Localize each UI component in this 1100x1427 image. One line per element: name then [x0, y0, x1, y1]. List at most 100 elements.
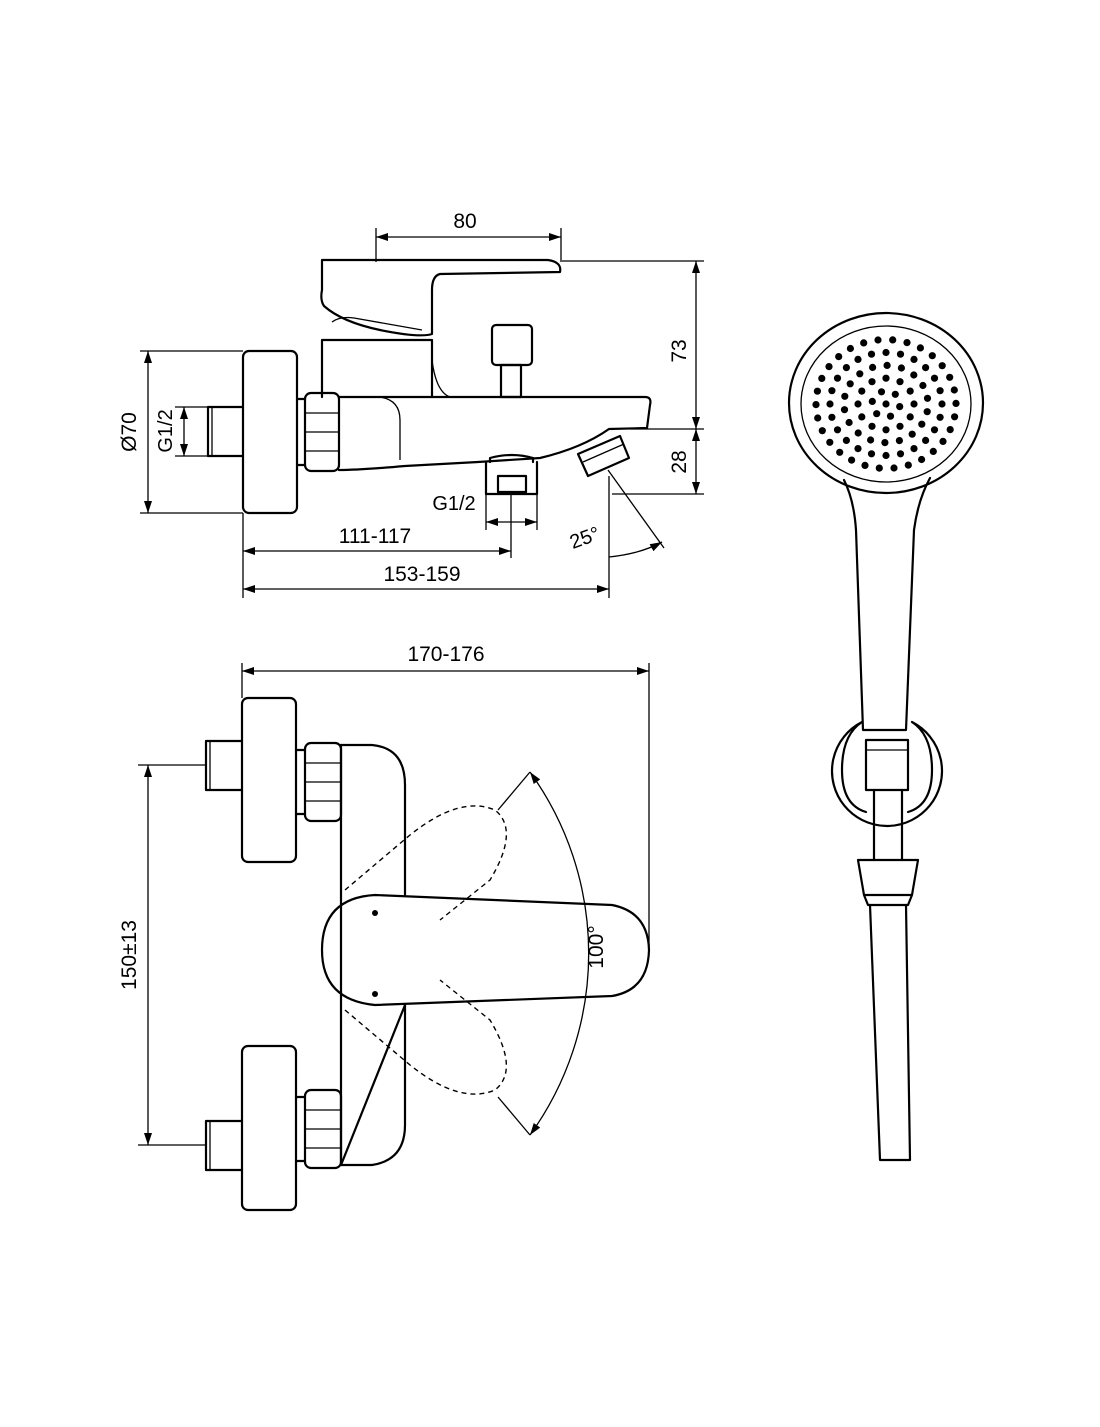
spray-hole	[930, 374, 939, 382]
spray-hole	[886, 412, 895, 420]
dim-inlet-thread: G1/2	[155, 409, 177, 452]
dim-top-width: 80	[453, 210, 476, 233]
spray-hole	[906, 413, 914, 421]
spray-hole	[952, 399, 960, 407]
spray-hole	[910, 371, 918, 379]
spray-hole	[910, 445, 918, 453]
spray-hole	[874, 336, 882, 344]
spray-hole	[923, 408, 931, 416]
side-wall-rosette	[241, 349, 299, 515]
wall-bracket	[830, 720, 944, 828]
shower-spray-holes-icon	[812, 336, 960, 472]
spray-hole	[896, 403, 904, 411]
spray-hole	[828, 387, 836, 395]
front-lever-handle	[320, 893, 651, 1007]
spray-hole	[890, 464, 898, 472]
spray-hole	[896, 450, 905, 458]
spray-hole	[950, 386, 958, 394]
spray-hole	[922, 436, 930, 444]
spray-hole	[861, 461, 869, 469]
front-upper-rosette	[240, 696, 298, 864]
spray-hole	[936, 387, 944, 395]
dim-depth-spout: 153-159	[383, 563, 460, 586]
front-mixer-body	[339, 743, 407, 1167]
front-lower-rosette	[240, 1044, 298, 1212]
spray-hole	[910, 400, 918, 408]
spray-hole	[854, 445, 862, 453]
shower-head-outer	[787, 311, 985, 495]
dim-centres: 150±13	[118, 920, 141, 990]
dim-front-width: 170-176	[407, 643, 484, 666]
dim-spout-angle: 25°	[567, 523, 603, 554]
spray-hole	[936, 413, 944, 421]
spray-hole	[897, 364, 906, 372]
spray-hole	[906, 387, 914, 395]
spray-hole	[896, 350, 905, 358]
spray-hole	[869, 363, 877, 371]
hand-shower	[787, 311, 985, 1162]
spray-hole	[896, 378, 904, 386]
dim-height-upper: 73	[668, 339, 691, 362]
spray-hole	[840, 406, 849, 414]
spray-hole	[867, 436, 875, 444]
side-view: Ø70 G1/2 80 73 28 G1/2 111-117 153-159	[118, 210, 704, 598]
spray-hole	[919, 381, 927, 390]
spray-hole	[868, 397, 876, 405]
spray-hole	[882, 374, 890, 382]
spray-hole	[930, 426, 939, 434]
dim-rosette-diameter: Ø70	[118, 412, 141, 452]
spray-hole	[856, 370, 864, 378]
spray-hole	[833, 374, 842, 382]
dim-lever-rotation: 100°	[585, 925, 608, 968]
side-inlet-pipe	[206, 405, 245, 458]
spray-hole	[918, 420, 926, 428]
spray-hole	[877, 388, 886, 396]
spray-hole	[929, 447, 937, 455]
side-cartridge-housing	[320, 338, 434, 399]
spray-hole	[842, 436, 851, 444]
front-lever-rotated-down	[344, 979, 507, 1095]
spray-hole	[858, 413, 866, 421]
spray-hole	[882, 348, 890, 357]
side-spout-outlet	[576, 434, 631, 478]
spray-hole	[867, 450, 876, 458]
spray-hole	[910, 355, 918, 363]
shower-hose	[868, 788, 912, 1162]
front-view: 170-176 150±13 100°	[118, 643, 651, 1212]
side-lever-handle	[320, 258, 562, 337]
dim-height-lower: 28	[668, 450, 691, 473]
spray-hole	[951, 413, 959, 421]
spray-hole	[903, 339, 911, 347]
spray-hole	[881, 439, 889, 447]
spray-hole	[938, 400, 946, 408]
spray-hole	[882, 451, 890, 460]
side-mixer-body	[337, 395, 652, 472]
spray-hole	[867, 350, 876, 358]
spray-hole	[946, 373, 954, 381]
spray-hole	[854, 400, 862, 408]
spray-hole	[916, 344, 925, 352]
spray-hole	[826, 438, 834, 446]
shower-head-inner	[800, 325, 972, 483]
spray-hole	[836, 448, 844, 456]
spray-hole	[882, 400, 890, 408]
spray-hole	[818, 374, 826, 382]
spray-hole	[895, 437, 904, 445]
spray-hole	[860, 339, 868, 347]
spray-hole	[873, 410, 881, 418]
spray-hole	[835, 353, 843, 361]
spray-hole	[904, 461, 912, 469]
spray-hole	[846, 380, 854, 388]
spray-hole	[842, 364, 851, 372]
spray-hole	[854, 429, 862, 437]
spray-hole	[826, 400, 834, 408]
spray-hole	[928, 352, 936, 360]
spray-hole	[889, 336, 897, 344]
spray-hole	[818, 427, 826, 435]
spray-hole	[918, 455, 926, 464]
spray-hole	[923, 394, 932, 402]
spray-hole	[883, 361, 891, 369]
spray-hole	[848, 456, 856, 464]
spray-hole	[882, 426, 890, 434]
